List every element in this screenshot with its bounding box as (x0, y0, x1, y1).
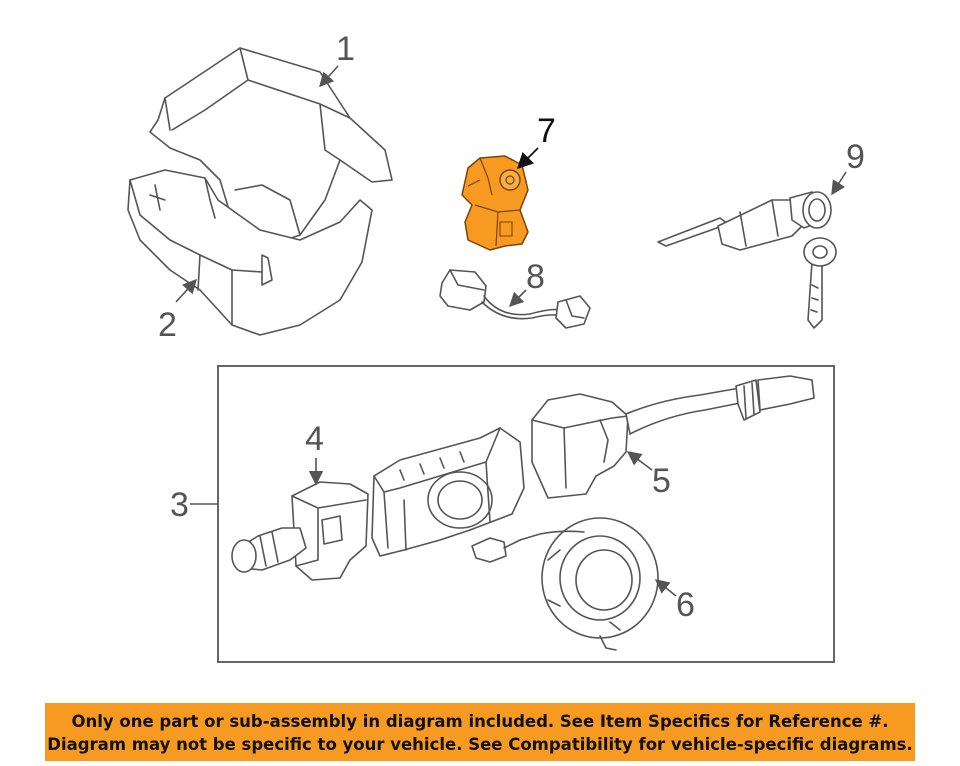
callout-9: 9 (846, 138, 865, 176)
callout-6-arrow (654, 579, 677, 597)
callout-7-arrow (516, 147, 539, 170)
callout-1-arrow (319, 65, 339, 88)
connector-wire (439, 269, 591, 329)
notice-line-2: Diagram may not be specific to your vehi… (47, 735, 913, 754)
callout-8: 8 (526, 258, 545, 296)
callout-6: 6 (676, 586, 695, 624)
callout-4: 4 (305, 420, 324, 458)
wiper-switch (531, 375, 815, 499)
callout-2: 2 (158, 306, 177, 344)
turn-signal-switch (231, 481, 369, 581)
ignition-switch-highlighted (461, 155, 529, 251)
callout-3: 3 (170, 486, 189, 524)
callout-5-arrow (626, 451, 653, 471)
lock-cylinder-and-keys (657, 191, 837, 329)
upper-column-cover (149, 47, 393, 249)
notice-line-1: Only one part or sub-assembly in diagram… (71, 712, 889, 731)
parts-diagram: 1 2 3 4 5 6 7 8 9 (127, 30, 865, 663)
combination-switch-base (371, 427, 525, 557)
callout-8-arrow (508, 289, 527, 308)
assembly-box (217, 365, 835, 663)
lower-column-cover (127, 169, 373, 336)
spiral-cable (471, 517, 659, 651)
callout-5: 5 (652, 462, 671, 500)
callout-1: 1 (336, 30, 355, 68)
callout-7: 7 (537, 112, 556, 150)
callout-2-arrow (175, 278, 197, 303)
notice-banner: Only one part or sub-assembly in diagram… (45, 703, 915, 761)
callout-9-arrow (831, 171, 847, 196)
